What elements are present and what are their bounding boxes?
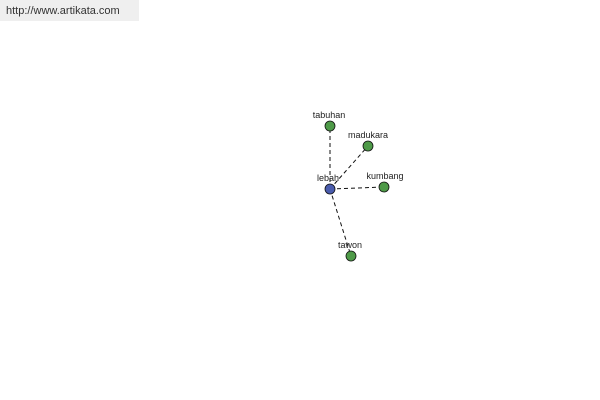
node-label-tabuhan[interactable]: tabuhan [313, 110, 346, 120]
node-lebah[interactable] [324, 183, 336, 195]
edge-lebah-madukara [329, 145, 369, 190]
nodes [324, 120, 390, 262]
edge-lebah-kumbang [329, 186, 385, 190]
node-tawon[interactable] [345, 250, 357, 262]
node-kumbang[interactable] [378, 181, 390, 193]
edge-lebah-tawon [329, 188, 352, 257]
node-label-tawon[interactable]: tawon [338, 240, 362, 250]
node-label-kumbang[interactable]: kumbang [366, 171, 403, 181]
node-madukara[interactable] [362, 140, 374, 152]
node-label-madukara[interactable]: madukara [348, 130, 388, 140]
edges [329, 126, 385, 257]
node-label-lebah[interactable]: lebah [317, 173, 339, 183]
site-url[interactable]: http://www.artikata.com [0, 0, 139, 21]
node-tabuhan[interactable] [324, 120, 336, 132]
